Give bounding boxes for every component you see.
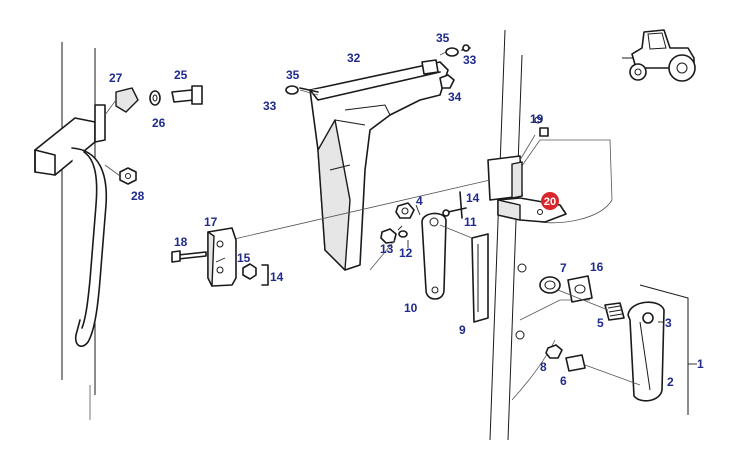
callout-20-highlighted[interactable]: 20 <box>541 192 559 210</box>
callout-14-lower: 14 <box>270 270 284 284</box>
part-25-bolt <box>171 85 203 105</box>
part-10-lever <box>421 212 447 300</box>
callout-16: 16 <box>590 260 604 274</box>
callout-32: 32 <box>347 51 361 65</box>
callout-18: 18 <box>174 235 188 249</box>
part-17-lock-body <box>207 227 237 287</box>
callouts: 1 2 3 4 5 6 7 8 9 10 11 12 13 14 14 15 1… <box>109 31 704 389</box>
callout-1: 1 <box>697 357 704 371</box>
part-35a-washer <box>285 85 299 95</box>
part-26-washer <box>149 90 161 106</box>
callout-20-badge <box>541 192 559 210</box>
part-20-latch-bracket <box>497 197 567 223</box>
callout-19: 19 <box>530 112 544 126</box>
part-16-escutcheon <box>567 275 593 303</box>
callout-14-upper: 14 <box>466 191 480 205</box>
callout-6: 6 <box>560 374 567 388</box>
callout-15: 15 <box>237 251 251 265</box>
door-frame-panel <box>489 29 613 441</box>
part-12-washer <box>398 230 408 238</box>
part-19-screw <box>539 127 549 137</box>
part-13-nut <box>380 228 397 244</box>
part-8-washer <box>545 344 563 359</box>
callout-25: 25 <box>174 68 188 82</box>
callout-2: 2 <box>667 375 674 389</box>
part-34-nut <box>439 74 455 89</box>
callout-13: 13 <box>380 242 394 256</box>
leader-lines <box>215 204 697 365</box>
callout-33-right: 33 <box>463 53 477 67</box>
tractor-icon <box>622 29 696 82</box>
striker-plate <box>487 155 523 201</box>
part-4-nut <box>395 202 415 219</box>
callout-7: 7 <box>560 261 567 275</box>
callout-35-right: 35 <box>436 31 450 45</box>
part-18-screw <box>171 250 207 263</box>
part-2-outer-handle <box>627 301 665 402</box>
callout-26: 26 <box>152 116 166 130</box>
callout-8: 8 <box>540 360 547 374</box>
part-11-screw <box>442 207 467 217</box>
callout-17: 17 <box>204 215 218 229</box>
callout-11: 11 <box>464 215 477 229</box>
callout-4: 4 <box>416 194 423 208</box>
callout-34: 34 <box>448 90 462 104</box>
part-14a-spring <box>261 264 269 286</box>
callout-27: 27 <box>109 71 123 85</box>
callout-12: 12 <box>399 246 413 260</box>
callout-20-text: 20 <box>544 196 556 208</box>
callout-9: 9 <box>459 323 466 337</box>
part-15-nut <box>242 263 257 280</box>
callout-28: 28 <box>131 189 145 203</box>
part-9-rod <box>471 233 489 323</box>
part-5-cylinder <box>604 302 625 321</box>
callout-10: 10 <box>404 301 418 315</box>
part-28-nut <box>119 167 137 185</box>
part-14b-pin <box>459 191 463 219</box>
part-1-bracket-outline <box>639 284 689 415</box>
callout-5: 5 <box>597 316 604 330</box>
callout-3: 3 <box>665 316 672 330</box>
part-7-ring <box>539 276 561 294</box>
part-33a-screw <box>299 87 319 93</box>
part-35b-washer <box>445 47 459 57</box>
grab-handle <box>34 104 108 347</box>
part-6-gasket <box>565 354 586 372</box>
callout-33-left: 33 <box>263 99 277 113</box>
callout-35-left: 35 <box>286 68 300 82</box>
part-27-clip <box>115 87 139 113</box>
part-33b-screw <box>461 44 471 52</box>
